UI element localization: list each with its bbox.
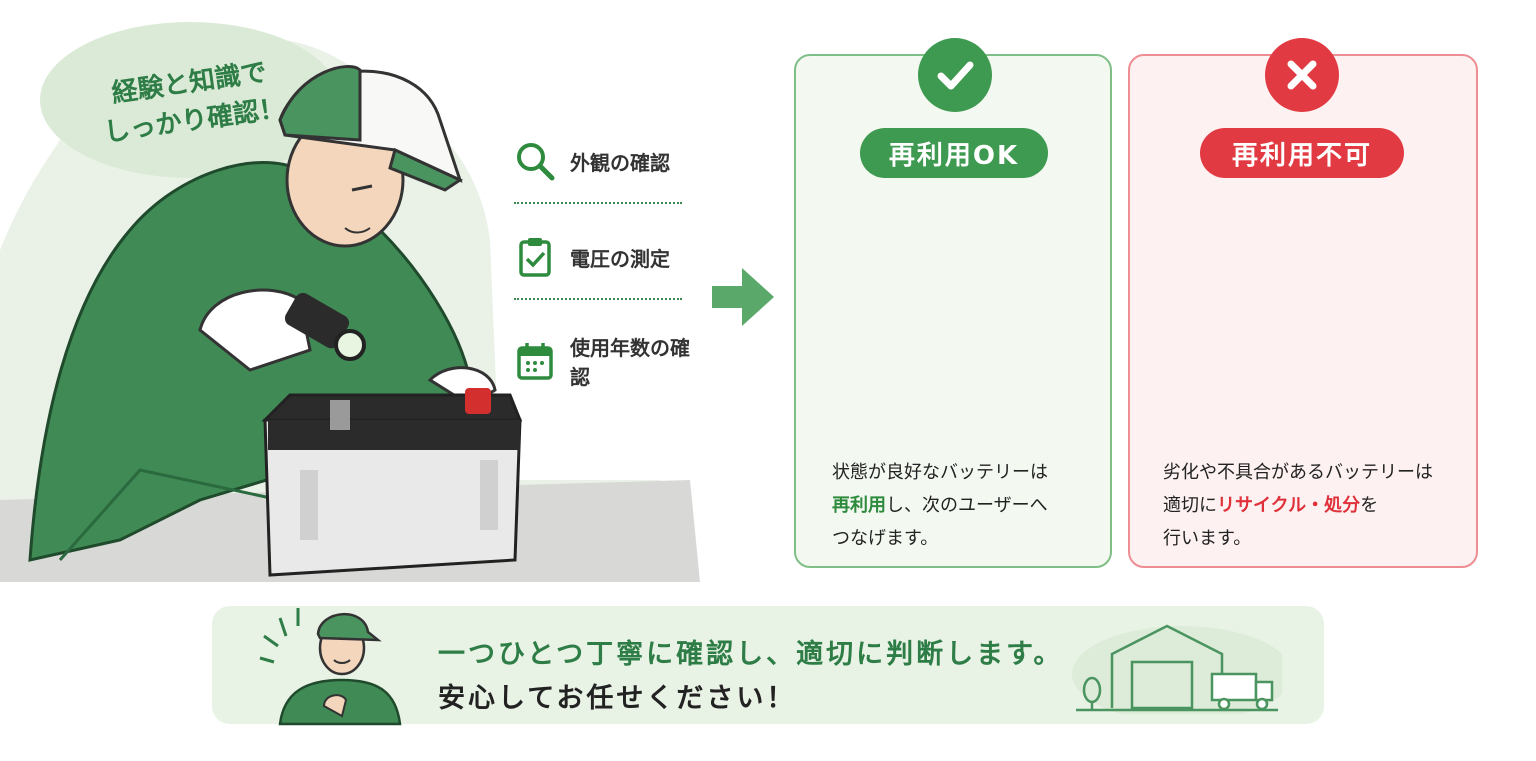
reuse-ng-description: 劣化や不具合があるバッテリーは 適切にリサイクル・処分を 行います。 — [1163, 456, 1463, 555]
reuse-ng-line2-pre: 適切に — [1163, 495, 1217, 516]
checklist-item-label: 使用年数の確認 — [570, 336, 690, 389]
check-circle-icon — [918, 38, 992, 112]
reuse-ok-line1: 状態が良好なバッテリーは — [832, 462, 1048, 483]
inspection-checklist: 外観の確認 電圧の測定 使用年数の確認 — [488, 118, 708, 398]
magnifier-icon — [514, 140, 556, 182]
reuse-ok-badge: 再利用OK — [860, 128, 1048, 178]
reuse-ng-line3: 行います。 — [1163, 528, 1252, 549]
reuse-ok-description: 状態が良好なバッテリーは 再利用し、次のユーザーへ つなげます。 — [832, 456, 1102, 555]
banner-subline: 安心してお任せください！ — [438, 683, 797, 714]
reuse-ng-line1: 劣化や不具合があるバッテリーは — [1163, 462, 1433, 483]
divider — [514, 202, 682, 204]
reuse-ng-badge: 再利用不可 — [1200, 128, 1404, 178]
arrow-right-icon — [712, 268, 774, 326]
clipboard-check-icon — [514, 236, 556, 278]
reuse-highlight: 再利用 — [832, 495, 886, 516]
reuse-ng-line2-post: を — [1360, 495, 1379, 516]
checklist-item-label: 外観の確認 — [570, 150, 670, 175]
calendar-icon — [514, 340, 556, 382]
reuse-ok-line3: つなげます。 — [832, 528, 939, 549]
cross-circle-icon — [1265, 38, 1339, 112]
checklist-item-voltage: 電圧の測定 — [514, 236, 670, 278]
banner-headline: 一つひとつ丁寧に確認し、適切に判断します。 — [438, 639, 1064, 670]
worker-thumbsup-illustration — [259, 608, 402, 726]
checklist-item-appearance: 外観の確認 — [514, 140, 670, 182]
warehouse-truck-icon — [1072, 624, 1282, 714]
checklist-item-years: 使用年数の確認 — [514, 332, 708, 390]
reuse-ok-line2: し、次のユーザーへ — [886, 495, 1048, 516]
checklist-item-label: 電圧の測定 — [570, 246, 670, 271]
recycle-highlight: リサイクル・処分 — [1217, 495, 1361, 516]
divider — [514, 298, 682, 300]
